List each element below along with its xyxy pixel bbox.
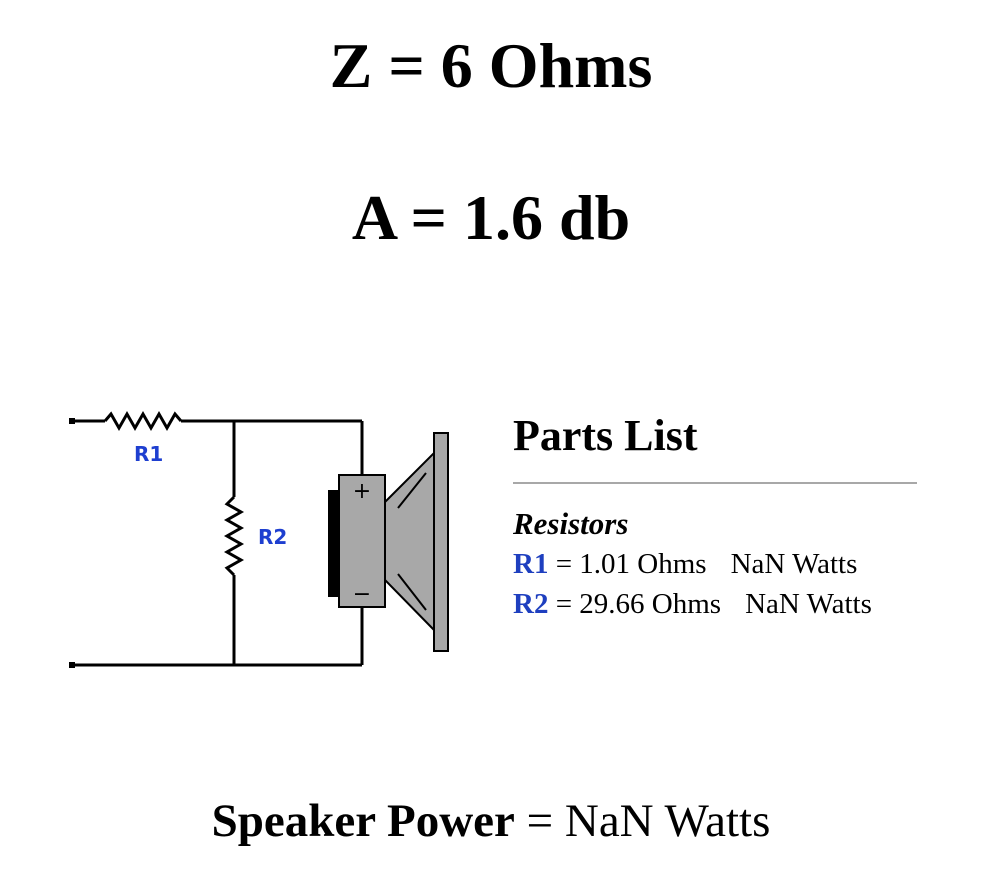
parts-list-title: Parts List — [513, 411, 698, 460]
part-power: NaN Watts — [745, 588, 872, 620]
l-pad-circuit-diagram: R1 R2 + − — [69, 410, 449, 668]
speaker-power-readout: Speaker Power = NaN Watts — [0, 798, 982, 845]
part-power: NaN Watts — [730, 548, 858, 580]
speaker-magnet — [338, 474, 386, 608]
resistors-heading: Resistors — [513, 506, 629, 541]
r2-resistor-symbol — [223, 495, 245, 577]
r2-branch — [223, 421, 245, 665]
r1-resistor-symbol — [103, 410, 183, 432]
input-terminal-bottom — [69, 662, 75, 668]
speaker-cone-inner — [397, 472, 427, 611]
part-row-r2: R2 = 29.66 Ohms NaN Watts — [513, 590, 923, 619]
part-value: = 29.66 Ohms — [555, 588, 722, 620]
part-ref: R1 — [513, 548, 549, 580]
input-terminal-top — [69, 418, 75, 424]
attenuation-heading: A = 1.6 db — [351, 182, 631, 253]
part-value: = 1.01 Ohms — [555, 548, 707, 580]
speaker-minus-terminal: − — [353, 582, 371, 607]
speaker-icon: + − — [328, 432, 449, 652]
part-ref: R2 — [513, 588, 549, 620]
parts-list-divider — [513, 482, 917, 484]
speaker-power-value: = NaN Watts — [526, 795, 771, 847]
impedance-heading: Z = 6 Ohms — [329, 30, 653, 101]
part-row-r1: R1 = 1.01 Ohms NaN Watts — [513, 550, 923, 579]
speaker-power-label: Speaker Power — [211, 795, 515, 847]
speaker-cone — [384, 450, 435, 633]
top-wire — [70, 410, 364, 475]
r2-label: R2 — [258, 525, 287, 549]
speaker-baffle — [433, 432, 449, 652]
r1-label: R1 — [134, 442, 163, 466]
speaker-plus-terminal: + — [353, 479, 371, 504]
speaker-magnet-back — [328, 490, 339, 597]
bottom-wire — [70, 607, 364, 667]
